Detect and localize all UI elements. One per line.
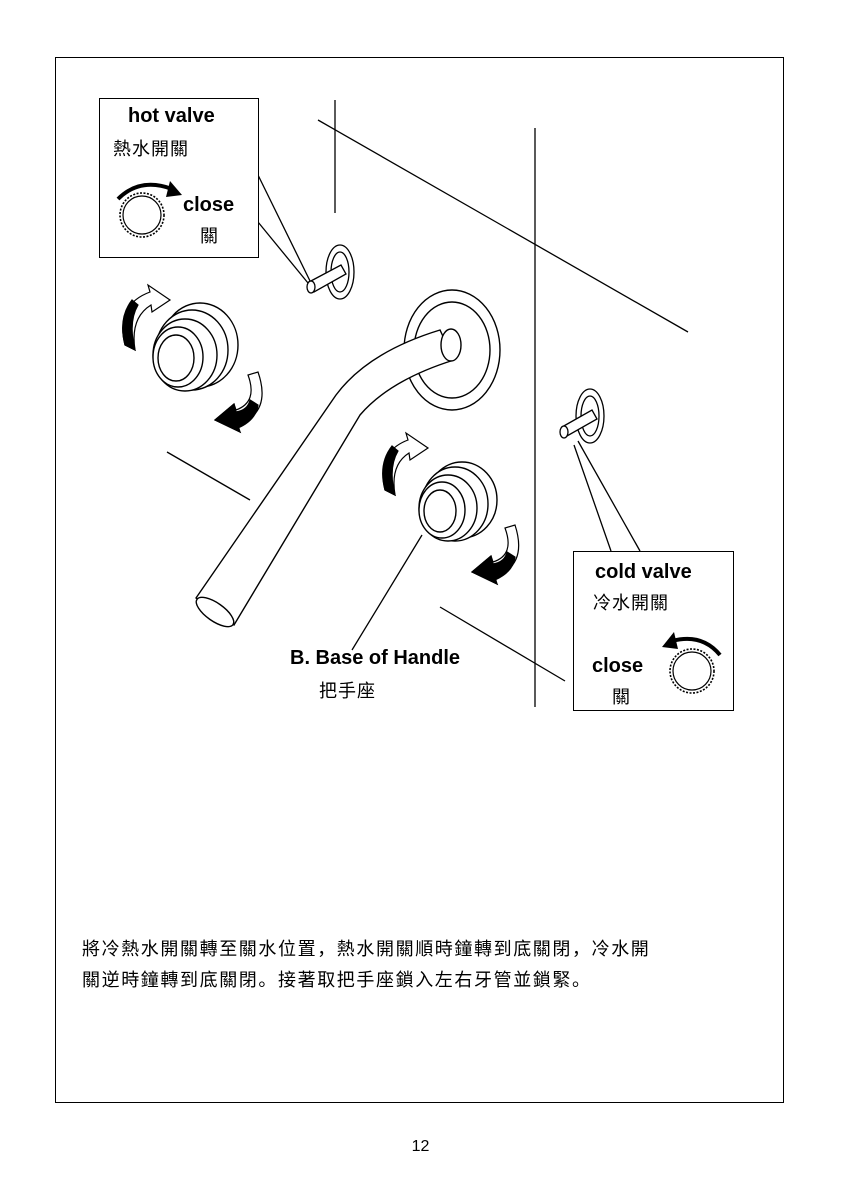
hot-valve-close-label-zh: 關 <box>200 222 219 248</box>
instruction-line-2: 關逆時鐘轉到底關閉。接著取把手座鎖入左右牙管並鎖緊。 <box>82 965 762 996</box>
cold-valve-title-zh: 冷水開關 <box>593 589 669 615</box>
instruction-line-1: 將冷熱水開關轉至關水位置，熱水開關順時鐘轉到底關閉，冷水開 <box>82 934 762 965</box>
cold-callout-pointer-2 <box>578 441 640 551</box>
hot-valve-stem-icon <box>307 245 354 299</box>
handle-base-leader-line <box>352 535 422 650</box>
hot-callout-pointer-2 <box>258 222 308 283</box>
handle-base-label: B. Base of Handle <box>290 647 460 670</box>
cold-valve-close-label: close <box>592 655 643 678</box>
spout-leader-line <box>167 452 250 500</box>
hot-valve-callout: hot valve 熱水開關 close 關 <box>99 98 259 258</box>
handle-base-label-zh: 把手座 <box>319 677 376 703</box>
hot-callout-pointer-1 <box>258 175 312 285</box>
hot-valve-close-label: close <box>183 194 234 217</box>
diagonal-reference-line <box>318 120 688 332</box>
page-number: 12 <box>0 1138 841 1156</box>
cold-valve-title: cold valve <box>595 561 692 584</box>
rotate-arrow-right-top-icon <box>383 433 428 495</box>
hot-valve-title: hot valve <box>128 105 215 128</box>
hot-valve-knob-clockwise-icon <box>110 177 192 249</box>
handle-base-right-icon <box>419 462 497 541</box>
cold-valve-callout: cold valve 冷水開關 close 關 <box>573 551 734 711</box>
cold-valve-close-label-zh: 關 <box>612 683 631 709</box>
handle-base-left-icon <box>153 303 238 391</box>
cold-valve-stem-icon <box>560 389 604 443</box>
hot-valve-title-zh: 熱水開關 <box>113 135 189 161</box>
cold-valve-knob-counterclockwise-icon <box>658 627 734 703</box>
instruction-text: 將冷熱水開關轉至關水位置，熱水開關順時鐘轉到底關閉，冷水開 關逆時鐘轉到底關閉。… <box>82 934 762 996</box>
cold-callout-pointer-1 <box>574 445 611 551</box>
rotate-arrow-left-bottom-icon <box>215 372 262 432</box>
